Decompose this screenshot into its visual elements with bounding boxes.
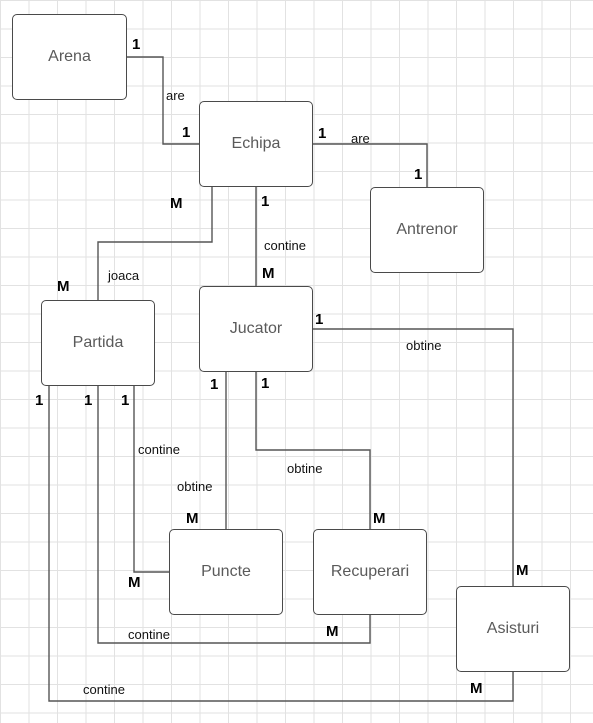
entity-jucator[interactable]: Jucator [199, 286, 313, 372]
cardinality-jucator-recuperari-recuperari: M [373, 510, 386, 527]
entity-puncte[interactable]: Puncte [169, 529, 283, 615]
entity-partida[interactable]: Partida [41, 300, 155, 386]
cardinality-partida-recuperari-recuperari: M [326, 623, 339, 640]
cardinality-partida-puncte-puncte: M [128, 574, 141, 591]
relation-label-partida-asisturi: contine [83, 682, 125, 697]
cardinality-jucator-asisturi-asisturi: M [516, 562, 529, 579]
cardinality-arena-echipa-echipa: 1 [182, 124, 191, 141]
relation-label-partida-puncte: contine [138, 442, 180, 457]
cardinality-partida-puncte-partida: 1 [121, 392, 130, 409]
cardinality-echipa-jucator-echipa: 1 [261, 193, 270, 210]
connector-partida-puncte [133, 386, 169, 573]
relation-label-jucator-recuperari: obtine [287, 461, 323, 476]
connector-echipa-partida [97, 187, 213, 300]
cardinality-partida-recuperari-partida: 1 [84, 392, 93, 409]
connector-partida-asisturi [48, 386, 514, 702]
relation-label-jucator-puncte: obtine [177, 479, 213, 494]
cardinality-echipa-partida-partida: M [57, 278, 70, 295]
cardinality-jucator-asisturi-jucator: 1 [315, 311, 324, 328]
entity-antrenor[interactable]: Antrenor [370, 187, 484, 273]
cardinality-echipa-antrenor-antrenor: 1 [414, 166, 423, 183]
cardinality-partida-asisturi-asisturi: M [470, 680, 483, 697]
cardinality-echipa-antrenor-echipa: 1 [318, 125, 327, 142]
entity-echipa[interactable]: Echipa [199, 101, 313, 187]
relation-label-jucator-asisturi: obtine [406, 338, 442, 353]
cardinality-echipa-jucator-jucator: M [262, 265, 275, 282]
connector-echipa-antrenor [313, 143, 428, 187]
relation-label-partida-recuperari: contine [128, 627, 170, 642]
cardinality-jucator-puncte-puncte: M [186, 510, 199, 527]
cardinality-arena-echipa-arena: 1 [132, 36, 141, 53]
relation-label-echipa-partida: joaca [108, 268, 140, 283]
relation-label-arena-echipa: are [166, 88, 185, 103]
connector-arena-echipa [127, 56, 199, 145]
entity-arena[interactable]: Arena [12, 14, 127, 100]
connector-jucator-asisturi [313, 328, 514, 586]
connector-partida-recuperari [97, 386, 371, 644]
cardinality-jucator-recuperari-jucator: 1 [261, 375, 270, 392]
cardinality-partida-asisturi-partida: 1 [35, 392, 44, 409]
connector-jucator-recuperari [255, 372, 371, 529]
cardinality-jucator-puncte-jucator: 1 [210, 376, 219, 393]
entity-recuperari[interactable]: Recuperari [313, 529, 427, 615]
entity-asisturi[interactable]: Asisturi [456, 586, 570, 672]
cardinality-echipa-partida-echipa: M [170, 195, 183, 212]
relation-label-echipa-jucator: contine [264, 238, 306, 253]
relation-label-echipa-antrenor: are [351, 131, 370, 146]
